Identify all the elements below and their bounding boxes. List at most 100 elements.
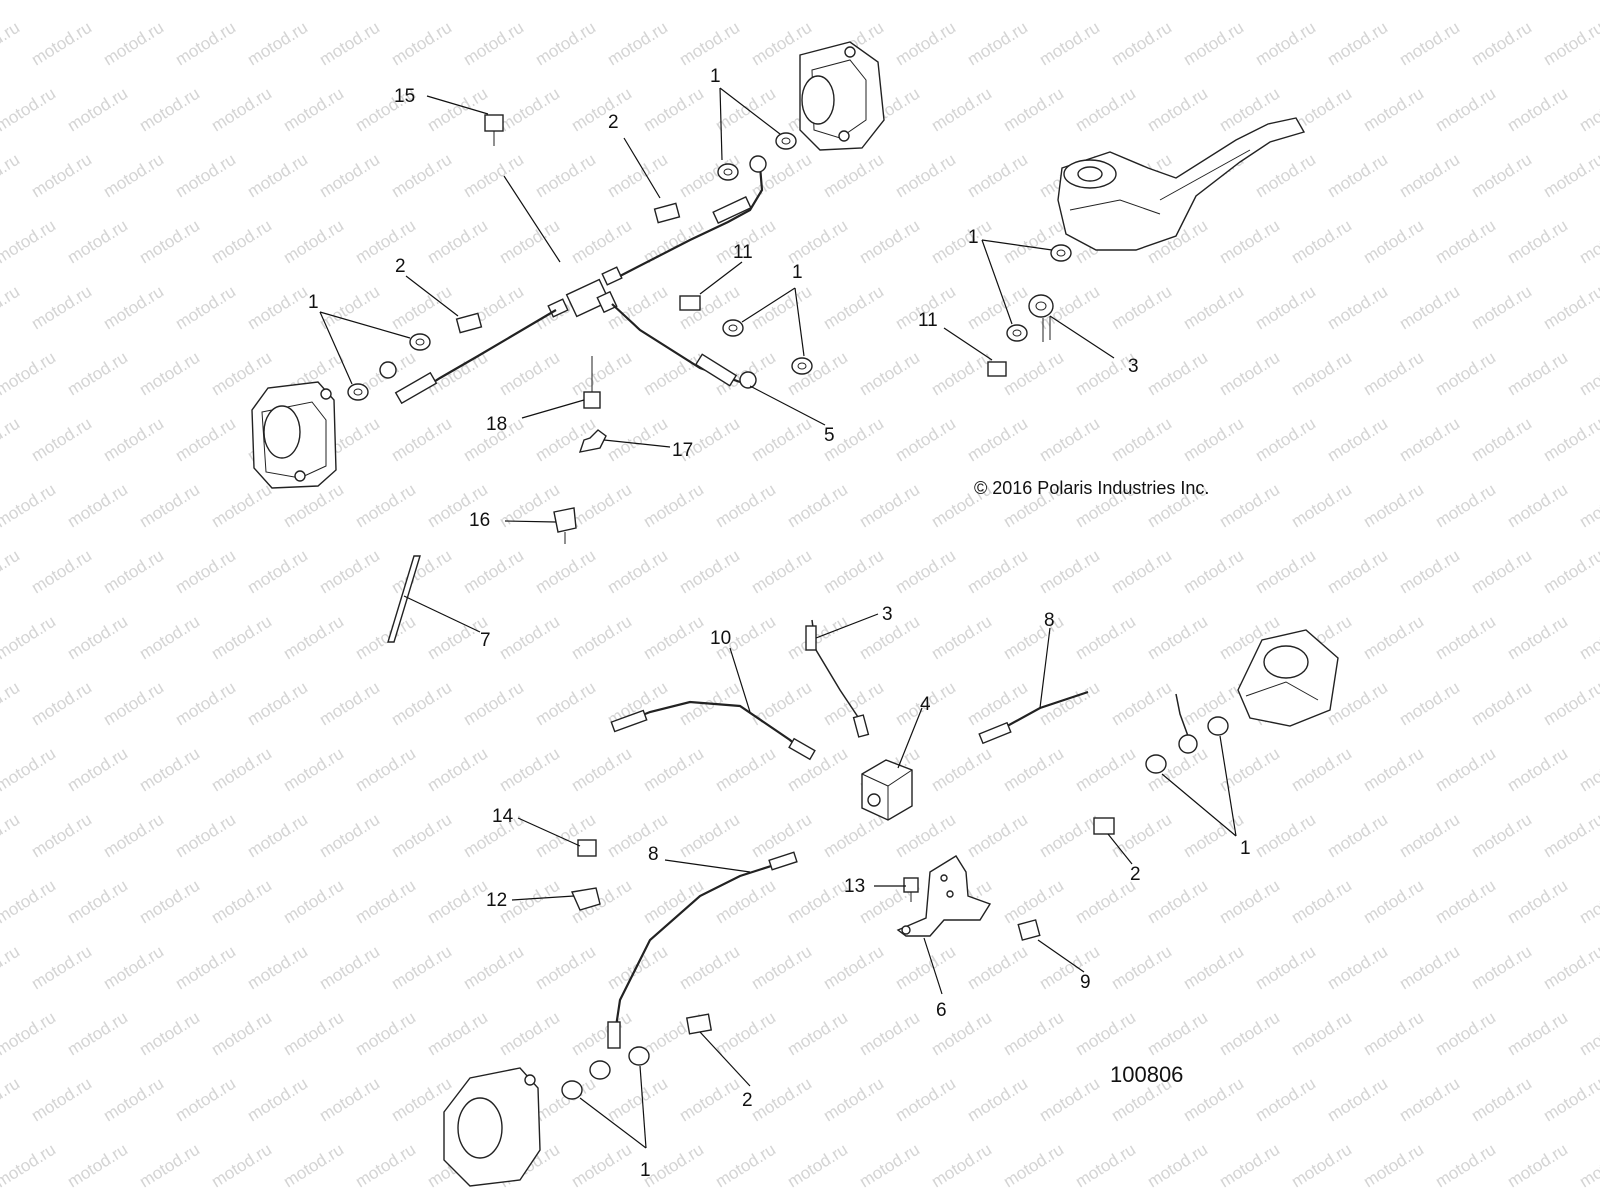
watermark-text: motod.ru — [0, 18, 23, 70]
watermark-text: motod.ru — [352, 1140, 419, 1192]
hose-fitting-lower — [694, 353, 757, 389]
watermark-text: motod.ru — [1468, 546, 1535, 598]
watermark-text: motod.ru — [820, 282, 887, 334]
watermark-text: motod.ru — [1252, 18, 1319, 70]
watermark-text: motod.ru — [856, 348, 923, 400]
watermark-text: motod.ru — [208, 0, 275, 3]
watermark-text: motod.ru — [1108, 942, 1175, 994]
watermark-text: motod.ru — [1504, 1140, 1571, 1192]
watermark-text: motod.ru — [1108, 810, 1175, 862]
watermark-text: motod.ru — [892, 150, 959, 202]
watermark-text: motod.ru — [784, 1008, 851, 1060]
watermark-text: motod.ru — [496, 480, 563, 532]
watermark-text: motod.ru — [100, 18, 167, 70]
watermark-text: motod.ru — [640, 1008, 707, 1060]
watermark-text: motod.ru — [64, 480, 131, 532]
watermark-text: motod.ru — [1252, 810, 1319, 862]
watermark-text: motod.ru — [1288, 216, 1355, 268]
callout-10: 10 — [710, 628, 731, 649]
watermark-text: motod.ru — [28, 18, 95, 70]
callout-2: 2 — [1130, 864, 1141, 885]
watermark-text: motod.ru — [712, 1008, 779, 1060]
watermark-text: motod.ru — [1144, 348, 1211, 400]
watermark-text: motod.ru — [928, 612, 995, 664]
watermark-text: motod.ru — [676, 18, 743, 70]
watermark-text: motod.ru — [1540, 18, 1600, 70]
watermark-text: motod.ru — [280, 0, 347, 3]
watermark-text: motod.ru — [1180, 546, 1247, 598]
watermark-text: motod.ru — [316, 18, 383, 70]
watermark-text: motod.ru — [1036, 942, 1103, 994]
banjo-bolt-lower — [685, 1013, 713, 1035]
hose-right-caliper — [1145, 693, 1229, 774]
watermark-text: motod.ru — [1576, 1008, 1600, 1060]
watermark-text: motod.ru — [280, 1140, 347, 1192]
watermark-text: motod.ru — [1216, 480, 1283, 532]
watermark-text: motod.ru — [1036, 414, 1103, 466]
watermark-text: motod.ru — [388, 546, 455, 598]
watermark-text: motod.ru — [208, 216, 275, 268]
watermark-text: motod.ru — [748, 1074, 815, 1126]
watermark-text: motod.ru — [712, 480, 779, 532]
watermark-text: motod.ru — [1468, 678, 1535, 730]
watermark-text: motod.ru — [64, 0, 131, 3]
watermark-text: motod.ru — [388, 414, 455, 466]
watermark-text: motod.ru — [0, 744, 59, 796]
left-brake-caliper — [251, 381, 337, 489]
watermark-text: motod.ru — [1504, 1008, 1571, 1060]
watermark-text: motod.ru — [604, 810, 671, 862]
watermark-text: motod.ru — [1576, 216, 1600, 268]
watermark-text: motod.ru — [1576, 1140, 1600, 1192]
watermark-text: motod.ru — [208, 1008, 275, 1060]
watermark-text: motod.ru — [64, 876, 131, 928]
watermark-text: motod.ru — [1360, 876, 1427, 928]
watermark-text: motod.ru — [352, 1008, 419, 1060]
watermark-text: motod.ru — [208, 612, 275, 664]
watermark-text: motod.ru — [964, 546, 1031, 598]
crush-washers-lower — [561, 1046, 650, 1100]
watermark-text: motod.ru — [1468, 150, 1535, 202]
watermark-text: motod.ru — [1576, 348, 1600, 400]
watermark-text: motod.ru — [1216, 876, 1283, 928]
watermark-text: motod.ru — [1288, 1008, 1355, 1060]
callout-14: 14 — [492, 806, 514, 827]
watermark-text: motod.ru — [568, 744, 635, 796]
watermark-text: motod.ru — [1288, 1140, 1355, 1192]
watermark-text: motod.ru — [172, 414, 239, 466]
watermark-text: motod.ru — [712, 876, 779, 928]
watermark-text: motod.ru — [1576, 480, 1600, 532]
watermark-text: motod.ru — [964, 18, 1031, 70]
watermark-text: motod.ru — [1540, 678, 1600, 730]
watermark-text: motod.ru — [388, 810, 455, 862]
watermark-text: motod.ru — [0, 612, 59, 664]
bolt-9 — [1017, 919, 1041, 941]
watermark-text: motod.ru — [1396, 678, 1463, 730]
watermark-text: motod.ru — [1432, 612, 1499, 664]
watermark-text: motod.ru — [1396, 546, 1463, 598]
watermark-text: motod.ru — [1144, 612, 1211, 664]
watermark-text: motod.ru — [64, 216, 131, 268]
watermark-text: motod.ru — [640, 0, 707, 3]
watermark-text: motod.ru — [172, 810, 239, 862]
clip-12 — [570, 887, 601, 911]
watermark-text: motod.ru — [1324, 810, 1391, 862]
watermark-text: motod.ru — [1216, 744, 1283, 796]
watermark-text: motod.ru — [1144, 84, 1211, 136]
watermark-text: motod.ru — [244, 810, 311, 862]
watermark-text: motod.ru — [1108, 18, 1175, 70]
watermark-text: motod.ru — [1288, 876, 1355, 928]
watermark-text: motod.ru — [1072, 84, 1139, 136]
watermark-text: motod.ru — [604, 414, 671, 466]
watermark-text: motod.ru — [28, 546, 95, 598]
watermark-text: motod.ru — [1576, 612, 1600, 664]
watermark-text: motod.ru — [1252, 546, 1319, 598]
watermark-text: motod.ru — [1360, 480, 1427, 532]
watermark-text: motod.ru — [1540, 546, 1600, 598]
watermark-text: motod.ru — [244, 282, 311, 334]
watermark-text: motod.ru — [1180, 942, 1247, 994]
watermark-text: motod.ru — [136, 876, 203, 928]
watermark-text: motod.ru — [280, 84, 347, 136]
watermark-text: motod.ru — [568, 216, 635, 268]
banjo-bolt-lower-right — [1093, 817, 1115, 835]
